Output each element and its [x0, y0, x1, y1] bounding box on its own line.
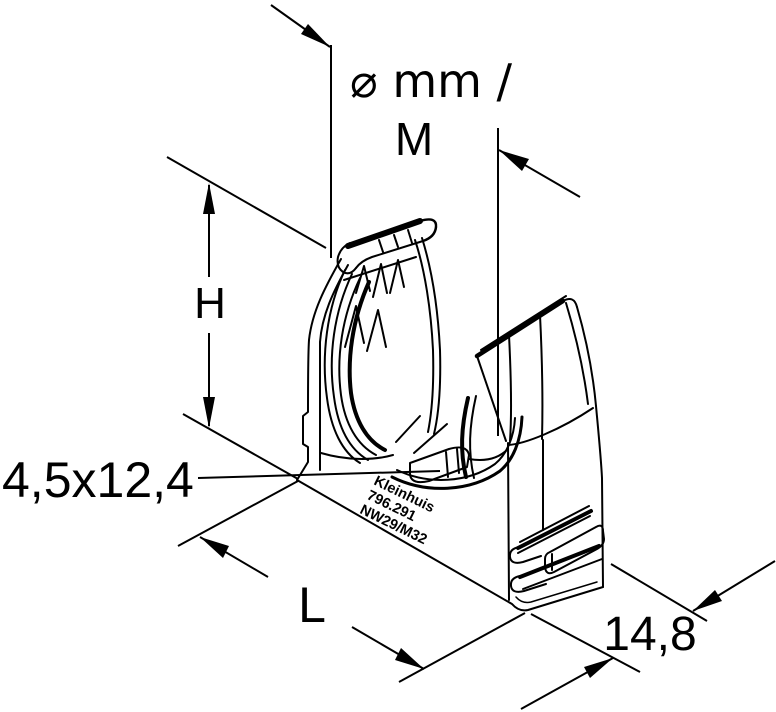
latch-thick-upper — [516, 509, 593, 550]
depth-label: 14,8 — [603, 608, 696, 661]
hook-end-cap — [418, 218, 438, 243]
base-right-edge — [595, 405, 604, 588]
ring-arcs-right — [414, 237, 442, 435]
ring-arcs-left — [323, 269, 387, 464]
diameter-label-line2: M — [395, 113, 433, 165]
far-lip-outer — [390, 415, 524, 490]
latch-thin-lower — [522, 558, 603, 590]
ratchet-ribs — [344, 259, 405, 352]
height-arrowhead-down — [203, 397, 215, 428]
dimension-length — [177, 480, 526, 683]
far-lip-inner — [396, 417, 516, 481]
length-arrowhead-right — [395, 648, 424, 669]
latch-thin-upper — [519, 505, 590, 543]
base-bottom-chamfer — [515, 581, 598, 604]
latch-thin-upper-b — [517, 515, 591, 554]
jaw-left-edge — [476, 355, 507, 442]
slot-tick-1 — [445, 451, 449, 478]
base-block — [296, 405, 604, 612]
length-arrowhead-left — [200, 537, 229, 558]
left-edge-outer — [296, 258, 342, 481]
latch-detail — [508, 505, 605, 593]
lip-arc-thick — [460, 396, 470, 479]
slot-label: 4,5x12,4 — [2, 452, 194, 508]
latch-lever — [544, 524, 605, 575]
hook-divider-1 — [378, 239, 384, 253]
slot-outline — [409, 446, 470, 484]
diameter-arrowhead-left — [301, 24, 330, 47]
right-jaw — [474, 295, 597, 446]
jaw-top-companion — [480, 295, 567, 351]
clamp-body — [296, 218, 605, 612]
slot-tick-2 — [456, 448, 460, 474]
base-bottom-edge — [296, 479, 604, 612]
ring-arc-4 — [347, 280, 387, 452]
dimension-depth — [520, 560, 776, 710]
length-extension-line-right — [398, 612, 526, 683]
mounting-slot — [409, 446, 470, 484]
height-extension-line-top — [166, 156, 327, 249]
saddle-edge-2 — [413, 423, 448, 454]
jaw-face-curve-2 — [539, 314, 544, 440]
height-label: H — [194, 279, 226, 328]
hook-top-edge — [345, 218, 423, 249]
face-top-edge-left — [320, 452, 394, 460]
lip-arc-thin — [469, 395, 477, 479]
dimension-diameter — [270, 4, 581, 436]
jaw-face-curve-1 — [508, 334, 513, 442]
product-marking: Kleinhuis 796.291 NW29/M32 — [357, 473, 437, 548]
ring-arc-2 — [330, 273, 369, 461]
hook-band — [336, 218, 438, 281]
latch-tab-2 — [509, 575, 547, 593]
saddle — [320, 415, 524, 490]
latch-thick-lower — [518, 544, 601, 579]
height-extension-line-bottom — [182, 413, 299, 480]
rib-4 — [344, 305, 365, 348]
diameter-arrowhead-right — [499, 150, 529, 171]
ring-arc-5 — [414, 239, 435, 433]
ring-arc-1 — [323, 269, 361, 464]
face-top-edge-right — [468, 448, 509, 461]
depth-extension-line-lower — [530, 613, 641, 673]
rib-5 — [366, 309, 387, 352]
rib-3 — [389, 259, 405, 294]
ring-arc-6 — [421, 237, 442, 435]
ring-arc-3 — [338, 277, 377, 456]
jaw-right-edge-outer — [576, 306, 597, 407]
latch-tab-1 — [508, 546, 542, 564]
depth-extension-line-upper — [610, 563, 708, 622]
hook-left-cap — [336, 242, 357, 275]
jaw-end-cap — [562, 298, 578, 308]
dimension-height — [166, 156, 327, 480]
length-extension-line-left — [177, 480, 299, 547]
depth-arrowhead-upper — [693, 590, 722, 611]
rib-2 — [372, 263, 388, 298]
diameter-label-line1: ⌀ mm / — [350, 54, 513, 108]
hook-divider-2 — [393, 234, 399, 248]
height-arrowhead-up — [203, 183, 215, 214]
depth-arrowhead-lower — [584, 658, 613, 678]
saddle-edge-1 — [395, 415, 421, 443]
length-label: L — [298, 577, 326, 633]
jaw-top-edge — [474, 298, 566, 359]
ring-lip-right — [460, 395, 477, 479]
hook-divider-3 — [407, 229, 413, 244]
jaw-right-edge-inner — [565, 302, 589, 405]
jaw-bottom-edge — [507, 407, 594, 446]
hook-inner-edge — [355, 240, 424, 269]
left-edge — [296, 258, 349, 481]
base-front-left-edge — [507, 442, 510, 601]
